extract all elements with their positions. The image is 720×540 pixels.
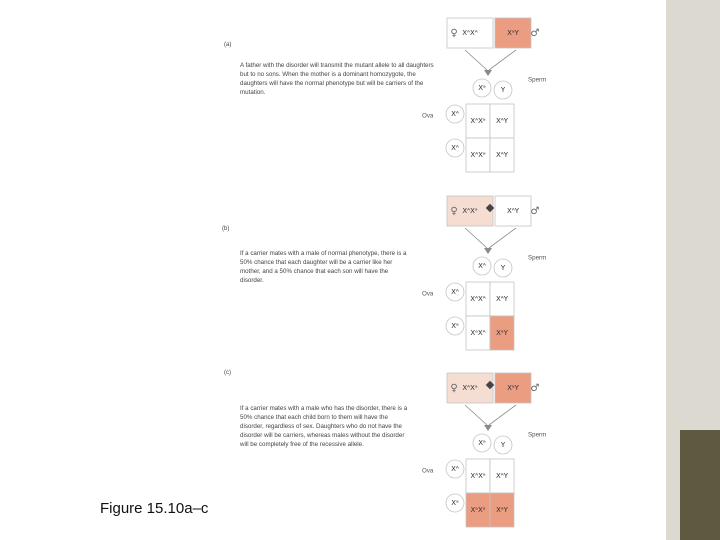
panel-a-sperm-label: Sperm (528, 77, 546, 84)
panel-c-offspring-genotype: XᵃXᵃ (470, 506, 485, 514)
panel-a-ova-gamete-1 (445, 104, 465, 124)
panel-a-offspring-genotype: XᴬXᵃ (470, 151, 486, 159)
panel-b-offspring-cell (489, 315, 515, 351)
panel-c-father-box (494, 372, 532, 404)
panel-b-arrow-right (488, 227, 517, 249)
panel-c-description: If a carrier mates with a male who has t… (240, 405, 408, 448)
panel-a-ova-label: Ova (422, 113, 434, 120)
figure-caption: Figure 15.10a–c (100, 500, 209, 517)
panel-b-ova-gamete-2 (445, 316, 465, 336)
panel-c-sperm-allele-1: Xᵃ (478, 439, 486, 447)
sidebar-accent-bar (680, 430, 720, 540)
panel-b-sperm-allele-1: Xᴬ (478, 262, 486, 270)
panel-b-offspring-cell (465, 315, 491, 351)
panel-b-offspring-genotype: XᴬY (496, 295, 509, 303)
panel-c-mother-box (446, 372, 494, 404)
panel-c-offspring-genotype: XᵃY (496, 506, 509, 514)
panel-b-sperm-allele-2: Y (500, 264, 506, 272)
panel-c-offspring-cell (465, 458, 491, 494)
panel-c-letter: (c) (224, 370, 231, 376)
panel-c-arrow-head (484, 425, 492, 431)
panel-b-ova-allele-1: Xᴬ (451, 288, 459, 296)
panel-b-offspring-cell (489, 281, 515, 317)
panel-c-ova-allele-2: Xᵃ (451, 499, 459, 507)
panel-a-offspring-genotype: XᴬXᵃ (470, 117, 486, 125)
panel-a-letter: (a) (224, 42, 232, 48)
panel-c-offspring-cell (489, 492, 515, 528)
panel-b-ova-gamete-1 (445, 282, 465, 302)
panel-c-ova-gamete-1 (445, 459, 465, 479)
panel-a-mother-box (446, 17, 494, 49)
panel-a-arrow-head (484, 70, 492, 76)
panel-b-sperm-gamete-1 (472, 256, 492, 276)
panel-b-mother-genotype: XᴬXᵃ (462, 207, 478, 215)
panel-a-sperm-gamete-1 (472, 78, 492, 98)
panel-b-female-symbol: ♀ (450, 206, 457, 217)
panel-c-sperm-allele-2: Y (500, 441, 506, 449)
panel-c-offspring-genotype: XᴬXᵃ (470, 472, 486, 480)
panel-c-offspring-cell (489, 458, 515, 494)
panel-a-arrow-left (464, 49, 488, 71)
panel-c-sperm-gamete-2 (493, 435, 513, 455)
panel-c-female-symbol: ♀ (450, 383, 457, 394)
panel-b-sperm-label: Sperm (528, 255, 546, 262)
panel-a-father-box (494, 17, 532, 49)
panel-a-male-symbol: ♂ (531, 28, 540, 39)
panel-a-offspring-cell (489, 103, 515, 139)
panel-b-mating-mark (485, 203, 495, 213)
panel-a-arrow-right (488, 49, 517, 71)
panel-c-ova-gamete-2 (445, 493, 465, 513)
panel-c-ova-label: Ova (422, 468, 434, 475)
panel-a-sperm-allele-1: Xᵃ (478, 84, 486, 92)
panel-a-sperm-allele-2: Y (500, 86, 506, 94)
panel-b-father-box (494, 195, 532, 227)
panel-a-offspring-cell (489, 137, 515, 173)
panel-b-arrow-left (464, 227, 488, 249)
panel-c-mating-mark (485, 380, 495, 390)
panel-a-father-genotype: XᵃY (507, 29, 520, 37)
panel-c-ova-allele-1: Xᴬ (451, 465, 459, 473)
panel-c-offspring-genotype: XᴬY (496, 472, 509, 480)
panel-a-offspring-genotype: XᴬY (496, 151, 509, 159)
panel-c-sperm-gamete-1 (472, 433, 492, 453)
panel-b-offspring-genotype: XᵃY (496, 329, 509, 337)
panel-a-offspring-genotype: XᴬY (496, 117, 509, 125)
panel-a-sperm-gamete-2 (493, 80, 513, 100)
panel-c-offspring-cell (465, 492, 491, 528)
panel-a-description: A father with the disorder will transmit… (240, 62, 434, 96)
panel-a-ova-gamete-2 (445, 138, 465, 158)
panel-c-arrow-left (464, 404, 488, 426)
panel-b-description: If a carrier mates with a male of normal… (240, 250, 407, 284)
panel-a-ova-allele-2: Xᴬ (451, 144, 459, 152)
panel-b-sperm-gamete-2 (493, 258, 513, 278)
panel-b-mother-box (446, 195, 494, 227)
panel-b-arrow-head (484, 248, 492, 254)
panel-b-male-symbol: ♂ (531, 206, 540, 217)
panel-a-mother-genotype: XᴬXᴬ (462, 29, 478, 37)
panel-b-offspring-genotype: XᴬXᴬ (470, 295, 486, 303)
panel-c-mother-genotype: XᴬXᵃ (462, 384, 478, 392)
panel-a-female-symbol: ♀ (450, 28, 457, 39)
panel-c-sperm-label: Sperm (528, 432, 546, 439)
panel-b-father-genotype: XᴬY (507, 207, 520, 215)
panel-b-ova-label: Ova (422, 291, 434, 298)
panel-c-male-symbol: ♂ (531, 383, 540, 394)
panel-a-ova-allele-1: Xᴬ (451, 110, 459, 118)
panel-c-father-genotype: XᵃY (507, 384, 520, 392)
panel-b-offspring-genotype: XᵃXᴬ (470, 329, 485, 337)
panel-b-ova-allele-2: Xᵃ (451, 322, 459, 330)
panel-c-arrow-right (488, 404, 517, 426)
panel-b-letter: (b) (222, 226, 230, 232)
